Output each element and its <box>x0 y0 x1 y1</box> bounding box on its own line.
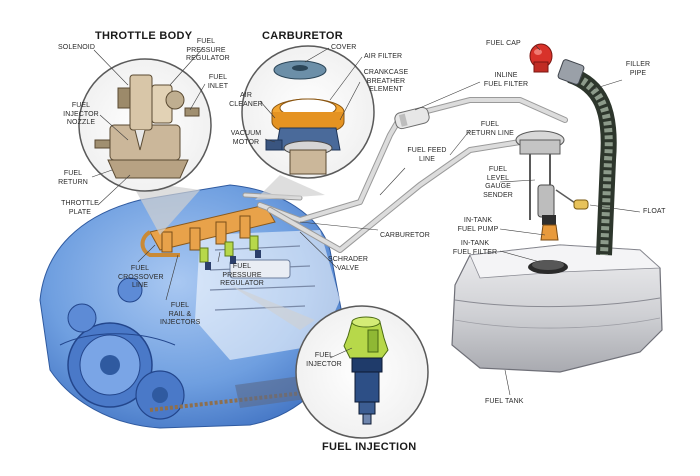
inline-fuel-filter-label: INLINE FUEL FILTER <box>483 72 529 88</box>
fuel-injector-label: FUEL INJECTOR <box>306 352 342 368</box>
filler-pipe-label: FILLER PIPE <box>625 61 651 77</box>
fuel-injector-inset <box>230 285 429 439</box>
fuel-return-line-label: FUEL RETURN LINE <box>466 121 514 137</box>
solenoid-label: SOLENOID <box>58 44 95 51</box>
fuel-level-gauge-sender-label: FUEL LEVEL GAUGE SENDER <box>483 166 513 199</box>
fuel-tank-label: FUEL TANK <box>485 398 524 405</box>
fuel-rail-injectors-label: FUEL RAIL & INJECTORS <box>160 302 201 326</box>
fuel-inlet-label: FUEL INLET <box>207 74 229 90</box>
fuel-injection-title: FUEL INJECTION <box>322 441 417 453</box>
carburetor-title: CARBURETOR <box>262 30 344 42</box>
fuel-cap <box>529 43 553 73</box>
fuel-cap-label: FUEL CAP <box>486 40 521 47</box>
throttle-body-inset <box>78 58 212 235</box>
fuel-tank <box>451 244 663 373</box>
fuel-rail-assembly <box>140 204 276 270</box>
fuel-crossover-line-label: FUEL CROSSOVER LINE <box>118 265 164 289</box>
schrader-valve-label: SCHRADER VALVE <box>328 256 369 272</box>
vacuum-motor-label: VACUUM MOTOR <box>230 130 262 146</box>
inline-fuel-filter <box>394 106 430 130</box>
in-tank-fuel-pump-label: IN-TANK FUEL PUMP <box>457 217 499 233</box>
crankcase-breather-label: CRANKCASE BREATHER ELEMENT <box>363 69 409 93</box>
fuel-lines <box>242 97 568 253</box>
sender-pump-assembly <box>515 130 589 241</box>
filler-pipe <box>557 59 617 256</box>
fuel-injector-nozzle-label: FUEL INJECTOR NOZZLE <box>63 102 99 126</box>
fuel-pressure-regulator-label: FUEL PRESSURE REGULATOR <box>220 263 264 287</box>
leader-lines <box>91 45 641 396</box>
fuel-feed-line-label: FUEL FEED LINE <box>407 147 447 163</box>
throttle-plate-label: THROTTLE PLATE <box>61 200 99 216</box>
air-cleaner-label: AIR CLEANER <box>229 92 263 108</box>
float-label: FLOAT <box>643 208 666 215</box>
in-tank-fuel-filter-label: IN-TANK FUEL FILTER <box>452 240 498 256</box>
carburetor-inset <box>241 45 375 200</box>
fuel-return-label: FUEL RETURN <box>58 170 88 186</box>
cover-label: COVER <box>331 44 357 51</box>
air-filter-label: AIR FILTER <box>364 53 403 60</box>
carburetor-line-label: CARBURETOR <box>380 232 430 239</box>
throttle-body-title: THROTTLE BODY <box>95 30 193 42</box>
fuel-pressure-regulator-tb-label: FUEL PRESSURE REGULATOR <box>186 38 230 62</box>
